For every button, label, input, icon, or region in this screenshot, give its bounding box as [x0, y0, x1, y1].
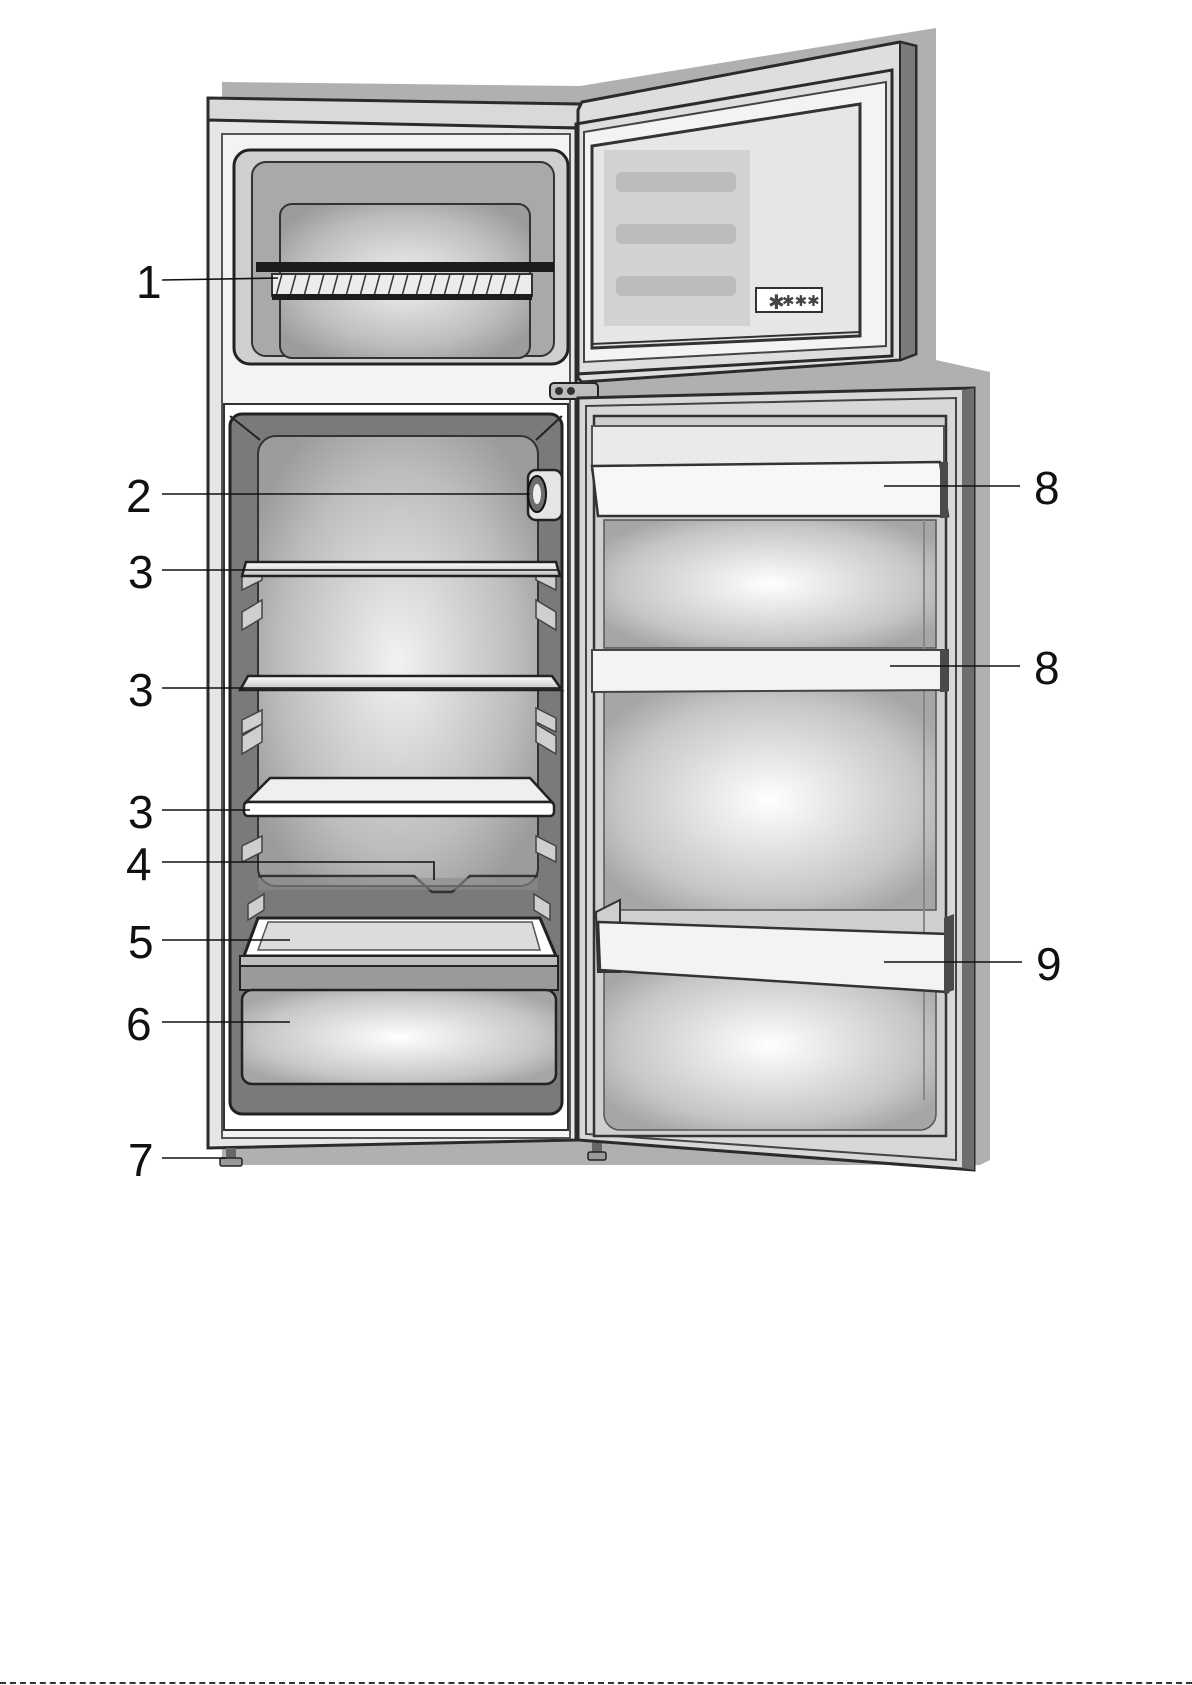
fridge-shelf-top-shape [242, 562, 560, 576]
freezer-compartment [234, 150, 568, 364]
page-bottom-rule [0, 1682, 1192, 1684]
crisper-cover-shape [240, 918, 558, 966]
label-adjustable-foot: 7 [128, 1134, 154, 1186]
label-fridge-shelf-bottom: 3 [128, 786, 154, 838]
crisper-drawer-shape [240, 966, 558, 1084]
label-freezer-shelf: 1 [136, 256, 162, 308]
label-fridge-shelf-middle: 3 [128, 664, 154, 716]
thermostat-knob [528, 470, 562, 520]
label-crisper-cover: 5 [128, 916, 154, 968]
door-shelf-top-shape [592, 426, 948, 518]
fridge-shelf-bottom-shape [244, 778, 554, 816]
label-fridge-shelf-top: 3 [128, 546, 154, 598]
label-door-bottle-shelf: 9 [1036, 938, 1062, 990]
freezer-wire-shelf [256, 262, 554, 300]
label-thermostat: 2 [126, 470, 152, 522]
freezer-star-rating: ✱✱✱ [782, 292, 820, 310]
water-channel-shape [258, 876, 538, 892]
door-shelf-middle-shape [592, 650, 948, 692]
label-water-channel: 4 [126, 838, 152, 890]
freezer-door: ✱ ✱✱✱ [576, 42, 916, 382]
label-door-shelf-middle: 8 [1034, 642, 1060, 694]
label-crisper: 6 [126, 998, 152, 1050]
label-door-shelf-top: 8 [1034, 462, 1060, 514]
